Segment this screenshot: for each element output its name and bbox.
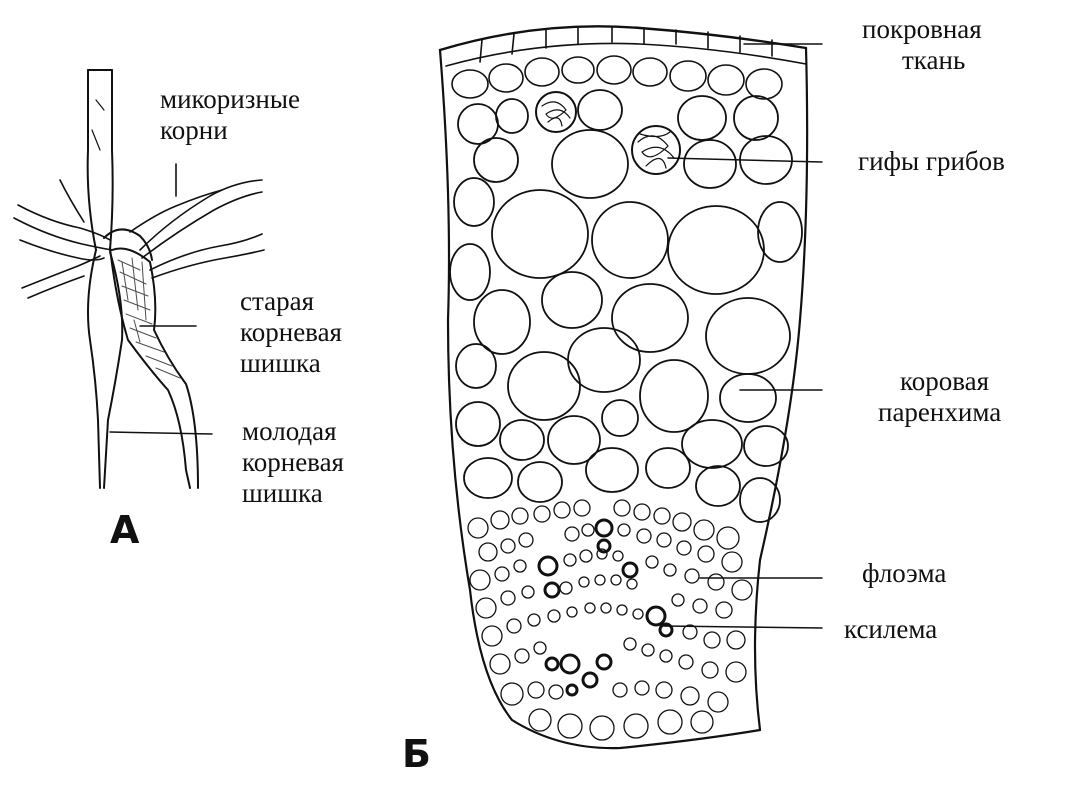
label-line: микоризные: [160, 84, 300, 115]
label-fungal-hyphae: гифы грибов: [858, 146, 1005, 177]
panel-b-drawing: [440, 26, 822, 748]
label-line: гифы грибов: [858, 146, 1005, 177]
label-line: шишка: [242, 478, 344, 509]
label-line: молодая: [242, 416, 344, 447]
label-line: корневая: [242, 447, 344, 478]
cover-tissue-cells: [446, 27, 806, 99]
label-line: коровая: [878, 366, 1001, 397]
xylem-vessels: [539, 520, 672, 695]
label-cortical-parenchyma: коровая паренхима: [878, 366, 1001, 428]
label-line: паренхима: [878, 397, 1001, 428]
mycorrhizal-roots: [14, 164, 264, 298]
label-cover-tissue: покровная ткань: [862, 14, 982, 76]
cortical-parenchyma-cells: [450, 90, 802, 522]
panel-letter-a: А: [110, 508, 139, 552]
old-root-nodule: [110, 248, 198, 488]
label-line: корневая: [240, 317, 342, 348]
label-line: ксилема: [844, 614, 937, 645]
label-xylem: ксилема: [844, 614, 937, 645]
label-line: ткань: [862, 45, 982, 76]
young-root-nodule: [88, 250, 122, 488]
label-line: шишка: [240, 348, 342, 379]
label-phloem: флоэма: [862, 558, 946, 589]
label-line: покровная: [862, 14, 982, 45]
panel-letter-b: Б: [402, 732, 431, 776]
label-line: старая: [240, 286, 342, 317]
phloem-cells: [468, 500, 752, 740]
label-old-root-nodule: старая корневая шишка: [240, 286, 342, 379]
label-young-root-nodule: молодая корневая шишка: [242, 416, 344, 509]
label-line: корни: [160, 115, 300, 146]
label-mycorrhizal-roots: микоризные корни: [160, 84, 300, 146]
label-line: флоэма: [862, 558, 946, 589]
